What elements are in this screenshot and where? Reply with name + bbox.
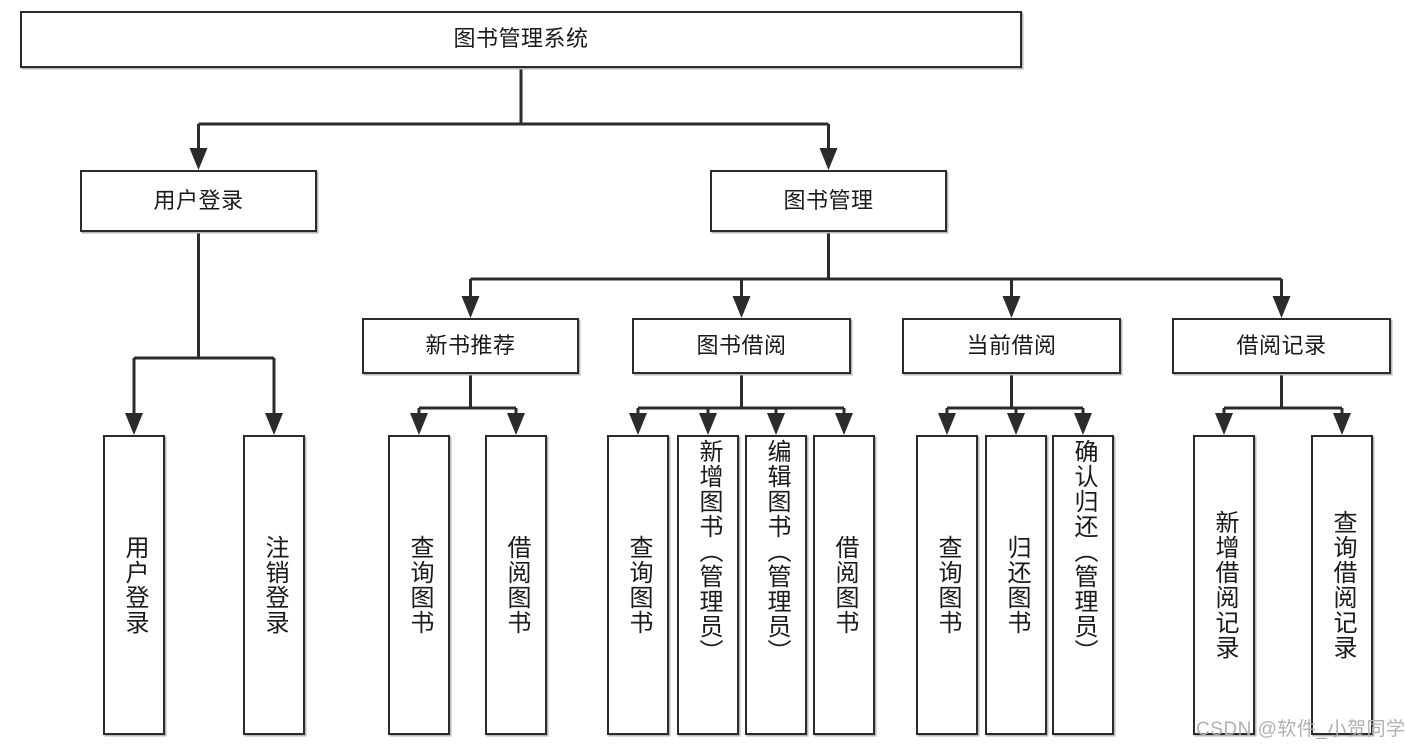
node-label: 借阅图书 (502, 535, 530, 635)
node-label: 查询图书 (405, 535, 433, 635)
node-label: 确认归还（管理员） (1069, 439, 1097, 664)
node-borrowing-record[interactable]: 借阅记录 (1172, 318, 1391, 374)
node-leaf-edit-book-admin[interactable]: 编辑图书（管理员） (745, 435, 807, 735)
node-leaf-query-borrow-record[interactable]: 查询借阅记录 (1311, 435, 1373, 735)
node-label: 借阅图书 (830, 535, 858, 635)
node-label: 图书管理 (783, 187, 874, 213)
node-label: 归还图书 (1002, 535, 1030, 635)
node-leaf-query-book-current[interactable]: 查询图书 (916, 435, 978, 735)
node-leaf-borrow-book-borrowing[interactable]: 借阅图书 (813, 435, 875, 735)
node-leaf-query-book-borrowing[interactable]: 查询图书 (607, 435, 669, 735)
node-current-borrowing[interactable]: 当前借阅 (902, 318, 1121, 374)
node-leaf-user-login[interactable]: 用户登录 (103, 435, 165, 735)
csdn-watermark: CSDN @软件_小贺同学 (1196, 719, 1405, 740)
node-label: 新增借阅记录 (1210, 510, 1238, 660)
node-leaf-return-book[interactable]: 归还图书 (985, 435, 1047, 735)
node-label: 用户登录 (120, 535, 148, 635)
node-leaf-add-borrow-record[interactable]: 新增借阅记录 (1193, 435, 1255, 735)
node-user-login[interactable]: 用户登录 (80, 170, 317, 232)
node-label: 当前借阅 (966, 332, 1057, 358)
node-leaf-query-book-recommendation[interactable]: 查询图书 (388, 435, 450, 735)
node-label: 新增图书（管理员） (694, 439, 722, 664)
node-leaf-logout[interactable]: 注销登录 (243, 435, 305, 735)
node-root-system[interactable]: 图书管理系统 (20, 11, 1022, 68)
node-label: 查询借阅记录 (1328, 510, 1356, 660)
node-label: 查询图书 (624, 535, 652, 635)
node-leaf-add-book-admin[interactable]: 新增图书（管理员） (677, 435, 739, 735)
node-leaf-confirm-return-admin[interactable]: 确认归还（管理员） (1052, 435, 1114, 735)
node-label: 注销登录 (260, 535, 288, 635)
node-book-borrowing[interactable]: 图书借阅 (632, 318, 851, 374)
node-new-book-recommendation[interactable]: 新书推荐 (362, 318, 579, 374)
node-label: 借阅记录 (1236, 332, 1327, 358)
node-label: 编辑图书（管理员） (762, 439, 790, 664)
node-label: 图书管理系统 (453, 26, 589, 52)
node-label: 新书推荐 (425, 332, 516, 358)
node-label: 查询图书 (933, 535, 961, 635)
node-label: 图书借阅 (696, 332, 787, 358)
node-leaf-borrow-book-recommendation[interactable]: 借阅图书 (485, 435, 547, 735)
node-book-management[interactable]: 图书管理 (710, 170, 947, 232)
node-label: 用户登录 (153, 187, 244, 213)
